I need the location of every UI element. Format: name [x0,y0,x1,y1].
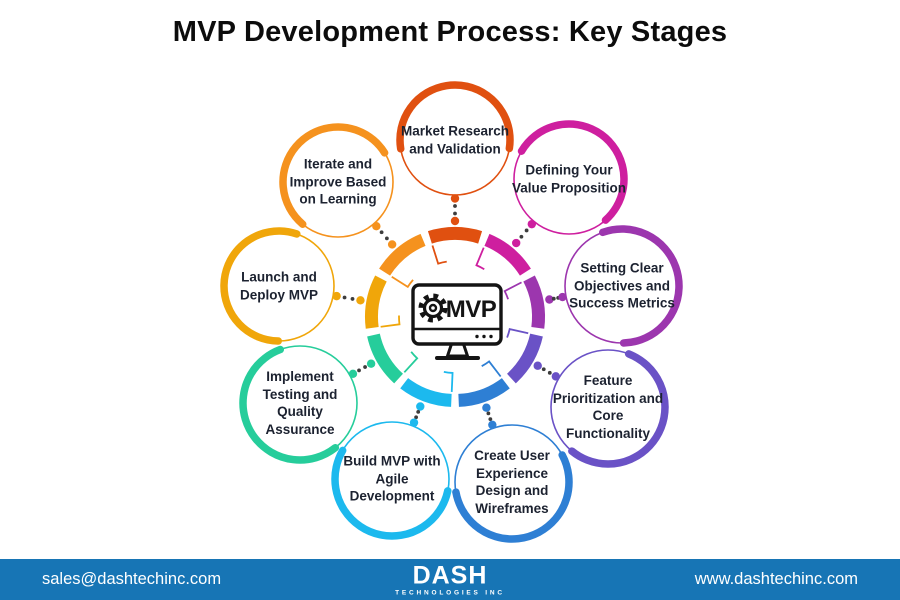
connector-dot [366,359,376,368]
stage-arc [331,418,453,540]
stage-arc [396,81,514,199]
ring-segment-hook [431,245,447,265]
connector-dot [486,411,491,416]
connector-dot [372,221,381,231]
ring-segment [506,333,543,384]
stage-objectives [503,225,683,347]
footer-email: sales@dashtechinc.com [42,570,222,588]
monitor-buttons [475,334,493,339]
ring-segment [458,377,510,407]
ring-segment [400,377,452,407]
connector-dot [387,240,397,249]
connector-dot [511,238,521,248]
stage-arc [561,225,683,347]
connector-dot [350,297,355,301]
connector-dot [547,370,552,375]
stage-arc [220,227,338,345]
connector-dot [488,417,493,421]
connector-dot [551,372,561,381]
dash-logo-name: DASH [412,560,488,589]
connector-dot [453,211,457,216]
connector-dot [416,402,425,411]
stage-iterate [279,123,426,289]
stage-arc [239,342,361,464]
connector-dot [409,418,419,427]
dash-logo: DASH TECHNOLOGIES INC [395,560,505,597]
mvp-text: MVP [446,296,497,323]
ring-segment-hook [503,281,522,300]
connector-dot [558,292,567,302]
connector-dot [332,291,341,301]
connector-dot [342,295,347,300]
connector-dot [519,234,524,239]
connector-dot [482,403,491,412]
ring-segment-hook [403,351,419,373]
footer-website: www.dashtechinc.com [694,570,858,588]
connector-dot [488,420,497,429]
ring-segment [365,275,387,329]
ring-segment-hook [391,275,414,289]
connector-dot [356,296,365,305]
connector-dot [450,216,460,226]
connector-dot [453,204,457,208]
stage-market-research [396,81,514,265]
connector-dot [357,368,361,373]
stage-arc [510,120,628,238]
stage-arc [451,421,573,543]
connector-dot [533,361,542,370]
connector-dot [414,415,419,420]
stage-launch [220,227,401,345]
monitor-icon: MVP [411,283,503,360]
ring-segment [379,233,426,276]
ring-segment-hook [481,360,502,378]
footer-bar: sales@dashtechinc.com DASH TECHNOLOGIES … [0,559,900,600]
connector-dot [363,365,367,369]
connector-dot [450,194,460,203]
stage-arc [279,123,397,241]
ring-segment-hook [380,315,401,328]
connector-dot [348,369,358,378]
ring-segment-hook [475,247,485,271]
page-title: MVP Development Process: Key Stages [172,16,728,48]
stage-arc [547,346,669,468]
dash-logo-subtitle: TECHNOLOGIES INC [395,588,505,596]
connector-dot [541,367,546,372]
connector-dot [416,409,421,414]
connector-dot [524,228,529,233]
ring-segment [367,333,404,384]
connector-dot [527,219,537,229]
monitor-stand [445,342,470,358]
ring-segment [484,233,531,276]
stage-ux-design [451,360,573,543]
stage-agile-build [331,370,454,540]
ring-segment [523,275,545,329]
connector-dot [379,230,384,235]
stage-value-proposition [475,120,628,276]
connector-dot [545,295,554,304]
gear-icon [418,293,448,323]
ring-segment-hook [506,328,529,338]
stage-testing-qa [239,333,419,464]
ring-segment [427,227,483,244]
connector-dot [384,236,389,241]
stage-prioritization [506,328,669,468]
connector-dot [551,296,556,301]
ring-segment-hook [443,370,454,392]
